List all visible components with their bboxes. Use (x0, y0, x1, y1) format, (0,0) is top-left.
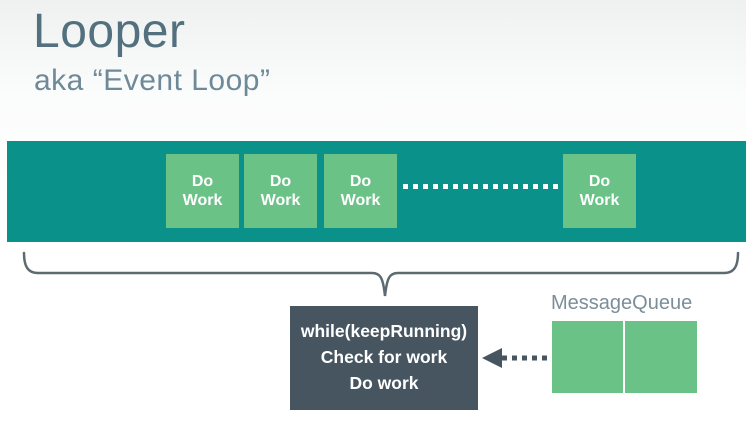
page-title: Looper (33, 5, 186, 58)
do-work-label: Do Work (579, 173, 620, 209)
loop-box-line-1: while(keepRunning) (300, 321, 468, 341)
message-queue-box (552, 321, 697, 393)
looper-timeline-bar: Do Work Do Work Do Work Do Work (7, 141, 746, 242)
dotted-arrow-left-icon (482, 348, 552, 368)
do-work-box: Do Work (166, 154, 239, 228)
queue-cell-divider (623, 321, 625, 393)
loop-pseudocode-box: while(keepRunning) Check for work Do wor… (290, 306, 478, 410)
underbrace-icon (22, 251, 740, 297)
do-work-label: Do Work (182, 173, 223, 209)
do-work-label: Do Work (260, 173, 301, 209)
loop-box-line-2: Check for work (320, 347, 448, 367)
do-work-box: Do Work (244, 154, 317, 228)
queue-cell (552, 321, 623, 393)
queue-cell (626, 321, 697, 393)
do-work-box: Do Work (563, 154, 636, 228)
do-work-label: Do Work (340, 173, 381, 209)
message-queue-label: MessageQueue (551, 292, 693, 314)
page-subtitle: aka “Event Loop” (34, 64, 271, 97)
do-work-box: Do Work (324, 154, 397, 228)
ellipsis-dotted-line (403, 184, 561, 189)
loop-box-line-3: Do work (349, 373, 419, 393)
